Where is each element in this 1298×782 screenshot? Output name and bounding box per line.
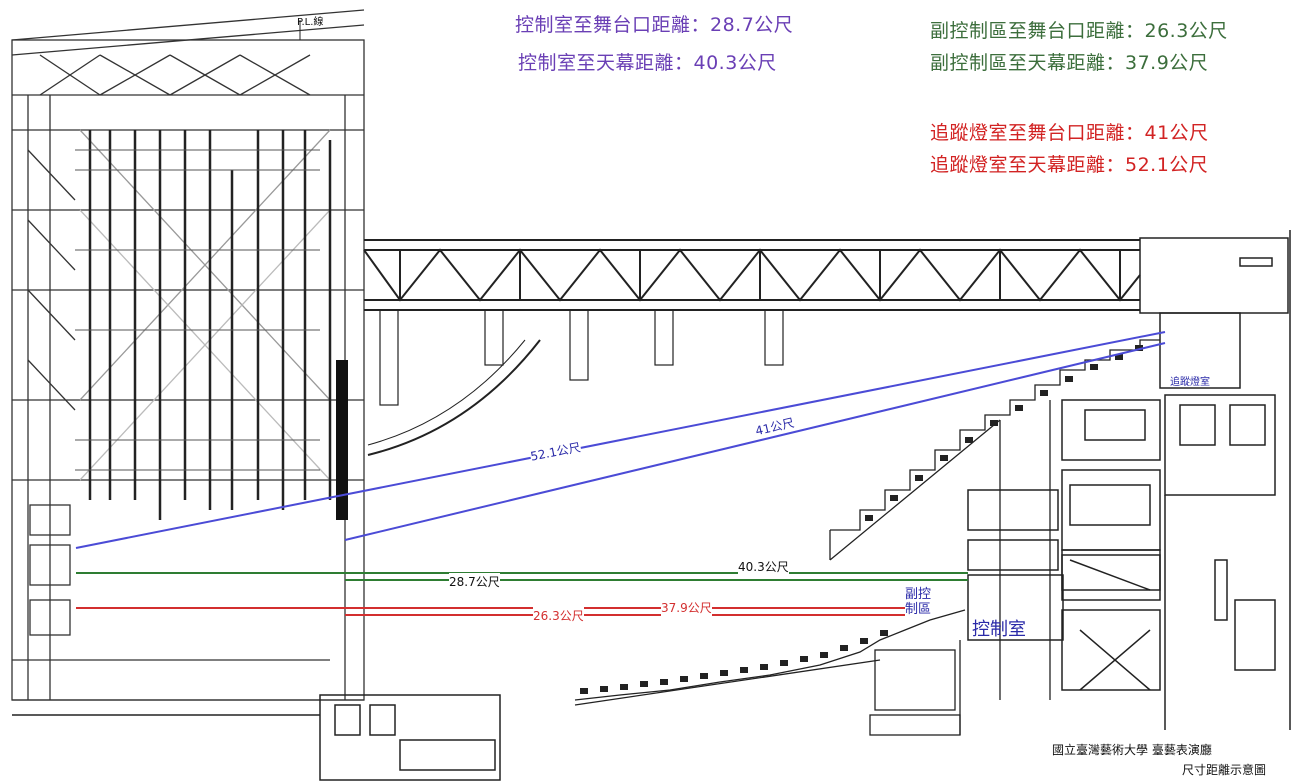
- control-room-label: 控制室: [972, 619, 1026, 640]
- note-control-cyclorama: 控制室至天幕距離：40.3公尺: [518, 52, 777, 74]
- orchestra-pit: [12, 694, 501, 781]
- note-follow-spot-proscenium: 追蹤燈室至舞台口距離：41公尺: [930, 122, 1209, 144]
- note-sub-control-proscenium: 副控制區至舞台口距離：26.3公尺: [930, 20, 1228, 42]
- proscenium-wall: [336, 360, 348, 520]
- caption-line2: 尺寸距離示意圖: [1182, 763, 1267, 777]
- follow-spot-room-label: 追蹤燈室: [1170, 377, 1210, 388]
- balcony-seating: [829, 339, 1160, 700]
- label-red-short: 26.3公尺: [533, 607, 584, 624]
- sub-control-area-line1: 副控: [905, 587, 932, 602]
- caption-line1: 國立臺灣藝術大學 臺藝表演廳: [1052, 743, 1212, 757]
- sub-control-area-label: 副控 制區: [905, 587, 931, 617]
- note-sub-control-cyclorama: 副控制區至天幕距離：37.9公尺: [930, 52, 1209, 74]
- blue-dimension-long: [75, 331, 1166, 549]
- fly-battens: [88, 130, 332, 520]
- note-follow-spot-cyclorama: 追蹤燈室至天幕距離：52.1公尺: [930, 154, 1209, 176]
- note-control-proscenium: 控制室至舞台口距離：28.7公尺: [515, 14, 794, 36]
- rear-building: [967, 230, 1291, 730]
- catwalk-ladders: [367, 309, 784, 456]
- label-red-long: 37.9公尺: [661, 599, 712, 616]
- seat-marks: [580, 345, 1143, 694]
- label-green-long: 40.3公尺: [738, 558, 789, 575]
- ceiling-truss: [363, 239, 1141, 311]
- sub-control-area-line2: 制區: [905, 602, 932, 617]
- pl-line-label: P.L.線: [297, 17, 324, 28]
- fly-tower: [11, 9, 365, 701]
- dimension-lines: [75, 331, 1166, 616]
- orchestra-seating: [574, 609, 966, 736]
- label-green-short: 28.7公尺: [449, 573, 500, 590]
- blue-dimension-short: [344, 342, 1166, 541]
